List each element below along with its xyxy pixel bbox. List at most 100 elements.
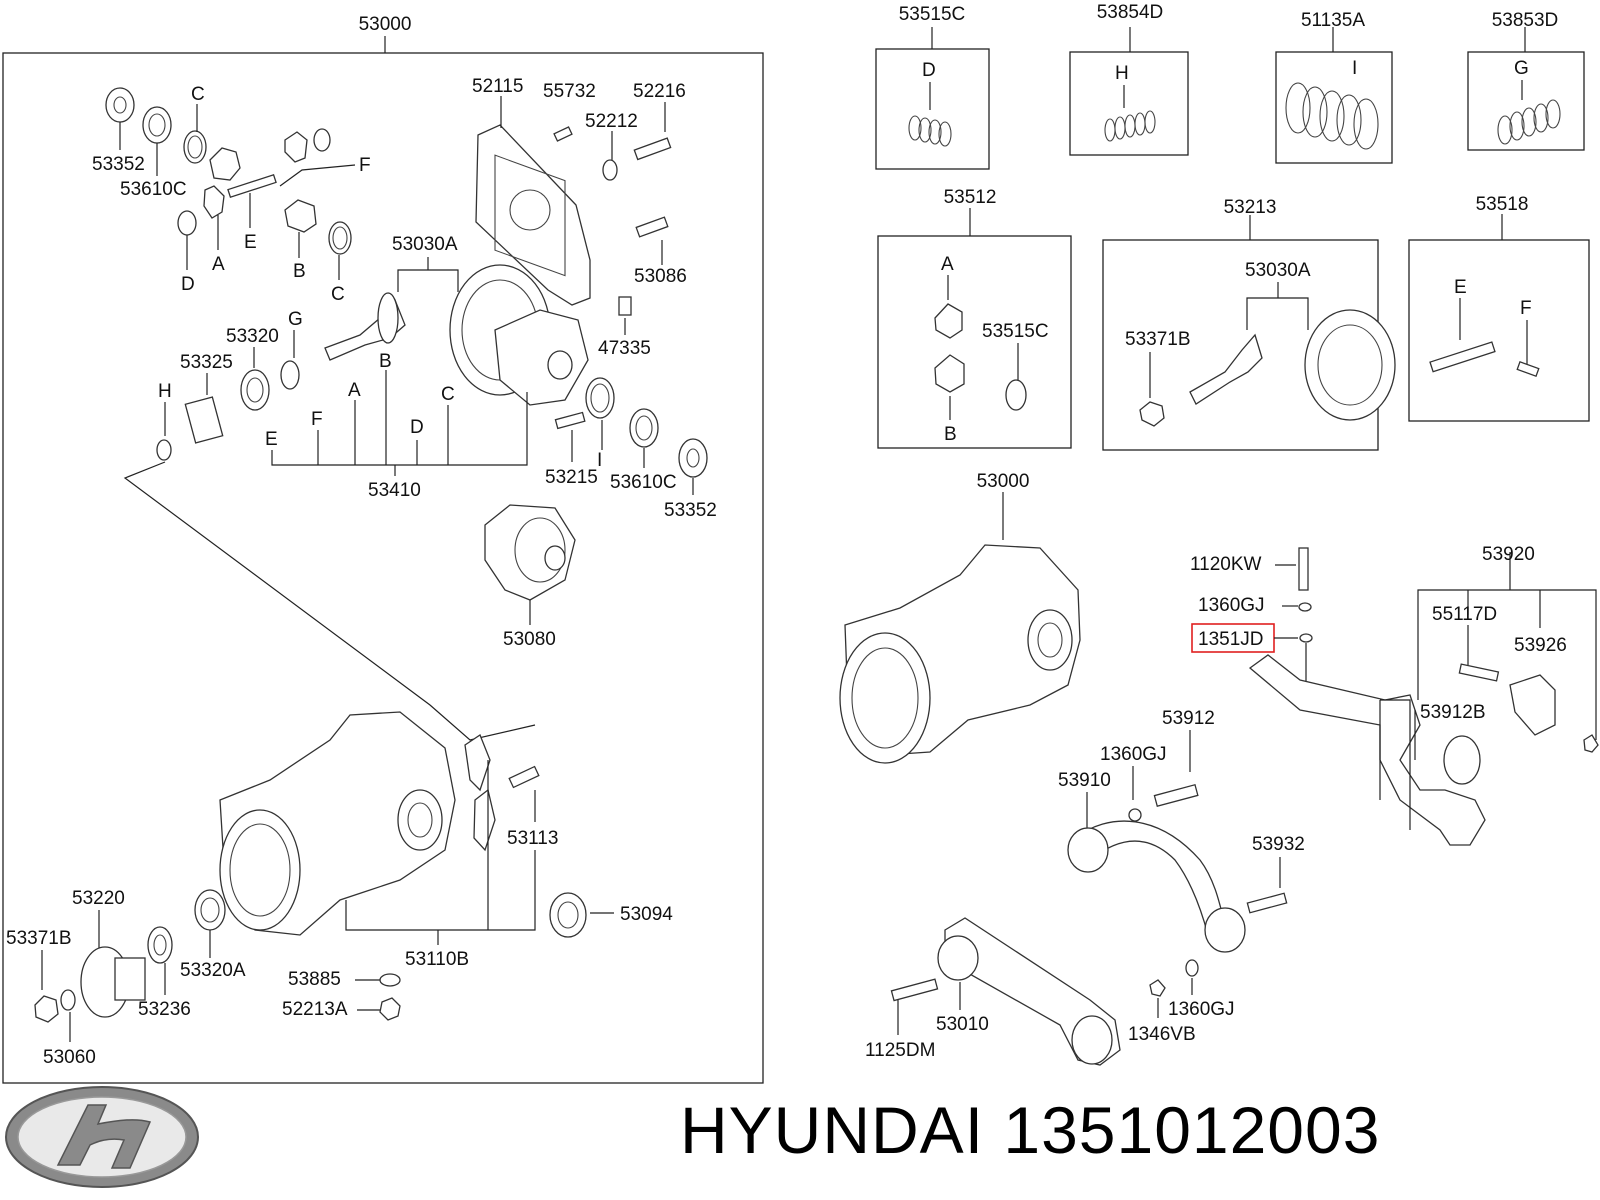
part-label: 1360GJ	[1100, 744, 1167, 765]
part-label: 53515C	[982, 321, 1049, 342]
part-label: I	[1352, 58, 1357, 79]
part-label: 53113	[507, 828, 558, 849]
part-label: E	[265, 429, 278, 450]
part-label: 53512	[944, 187, 997, 208]
part-label: 1360GJ	[1168, 999, 1235, 1020]
rear-crossmember-53920: 53920 55117D 53926 53912B	[1248, 544, 1599, 846]
part-label: 53215	[545, 467, 598, 488]
part-label: C	[191, 84, 205, 105]
part-label: 53352	[92, 154, 145, 175]
main-title: 53000	[359, 14, 412, 35]
part-label: 55117D	[1432, 604, 1497, 625]
part-label: C	[441, 384, 455, 405]
part-label: 52216	[633, 81, 686, 102]
part-label: 53213	[1224, 197, 1277, 218]
part-label: 53000	[977, 471, 1030, 492]
ring-pinion-gear: 53030A	[324, 234, 589, 406]
part-label: 53220	[72, 888, 125, 909]
part-label: 1125DM	[865, 1040, 935, 1061]
part-label: H	[1115, 63, 1129, 84]
part-label: 53610C	[610, 472, 677, 493]
differential-small-parts	[105, 87, 352, 255]
kit-53518: 53518 E F	[1408, 194, 1590, 422]
part-label: 53515C	[899, 4, 966, 25]
part-label: D	[181, 274, 195, 295]
part-label: F	[1520, 298, 1532, 319]
top-left-labels: 53352 C 53610C F A E D B C	[92, 84, 371, 305]
kit-53854D: 53854D H	[1069, 2, 1189, 156]
part-label: 53325	[180, 352, 233, 373]
part-label: 1360GJ	[1198, 595, 1265, 616]
part-label: 53910	[1058, 770, 1111, 791]
part-label: 53885	[288, 969, 341, 990]
part-label: 53926	[1514, 635, 1567, 656]
part-label: 52213A	[282, 999, 348, 1020]
part-label: 53080	[503, 629, 556, 650]
part-label: B	[379, 351, 392, 372]
part-label: 53371B	[6, 928, 72, 949]
part-label: 53320A	[180, 960, 246, 981]
part-label: 51135A	[1301, 10, 1365, 31]
part-label: F	[311, 409, 323, 430]
center-link-53910: 53912 1360GJ 53910 53932	[1058, 708, 1305, 953]
part-label: 53236	[138, 999, 191, 1020]
part-label: 53853D	[1492, 10, 1559, 31]
carrier-housing-53110B: 53113 53110B	[219, 711, 558, 970]
part-label: 53060	[43, 1047, 96, 1068]
part-label: E	[1454, 277, 1467, 298]
part-label: B	[944, 424, 957, 445]
part-label: 53610C	[120, 179, 187, 200]
kit-51135A: 51135A I	[1275, 10, 1393, 164]
part-label: 53371B	[1125, 329, 1191, 350]
part-label: C	[331, 284, 345, 305]
kit-53213: 53213 53030A 53371B	[1102, 197, 1396, 451]
part-label: 53086	[634, 266, 687, 287]
part-label: 55732	[543, 81, 596, 102]
part-label: 53094	[620, 904, 673, 925]
part-label: D	[922, 60, 936, 81]
part-label: 53110B	[405, 949, 469, 970]
part-label: 52212	[585, 111, 638, 132]
part-label: 53410	[368, 480, 421, 501]
companion-flange-parts: 53220 53371B 53060 53236 53320A 53094 53…	[6, 888, 673, 1068]
differential-case-53080: 53080	[484, 504, 576, 650]
part-label: 53320	[226, 326, 279, 347]
part-label: 52115	[472, 76, 523, 97]
part-label: G	[1514, 58, 1529, 79]
part-label: A	[348, 380, 361, 401]
label-53410-group: E F A B D C 53410	[265, 351, 528, 501]
cover-plate-52115: 52115 55732 52216 52212 53086 47335	[472, 76, 687, 359]
part-label: A	[212, 254, 225, 275]
part-label: 1120KW	[1190, 554, 1262, 575]
part-label: A	[941, 254, 954, 275]
part-label: 47335	[598, 338, 651, 359]
part-label: 53352	[664, 500, 717, 521]
mount-bolts-labels: 1120KW 1360GJ 1351JD	[1190, 547, 1313, 690]
kit-53853D: 53853D G	[1467, 10, 1585, 151]
part-label: 53030A	[1245, 260, 1311, 281]
part-label: D	[410, 417, 424, 438]
kit-53515C: 53515C D	[875, 4, 990, 170]
part-label: B	[293, 261, 306, 282]
part-label: 53920	[1482, 544, 1535, 565]
part-label: F	[359, 155, 371, 176]
part-label: 53912	[1162, 708, 1215, 729]
part-label: G	[288, 309, 303, 330]
lower-member-53010: 1125DM 53010 1346VB 1360GJ	[865, 917, 1235, 1066]
carrier-side-parts: 53215 I 53610C 53352	[545, 377, 717, 521]
part-label: 53932	[1252, 834, 1305, 855]
hyundai-logo	[5, 1086, 199, 1188]
part-label: 53854D	[1097, 2, 1164, 23]
main-frame: 53000	[2, 14, 764, 1084]
pinion-bearings: 53320 G 53325 H	[156, 309, 303, 461]
part-label: 1351JD	[1198, 629, 1264, 650]
part-label: E	[244, 232, 257, 253]
part-label: 1346VB	[1128, 1024, 1196, 1045]
part-label: 53030A	[392, 234, 458, 255]
assembly-guide-lines	[123, 461, 536, 741]
part-label: 53912B	[1420, 702, 1486, 723]
part-label: 53518	[1476, 194, 1529, 215]
part-number-caption: HYUNDAI 1351012003	[680, 1093, 1381, 1167]
kit-53512: 53512 A B 53515C	[877, 187, 1072, 449]
